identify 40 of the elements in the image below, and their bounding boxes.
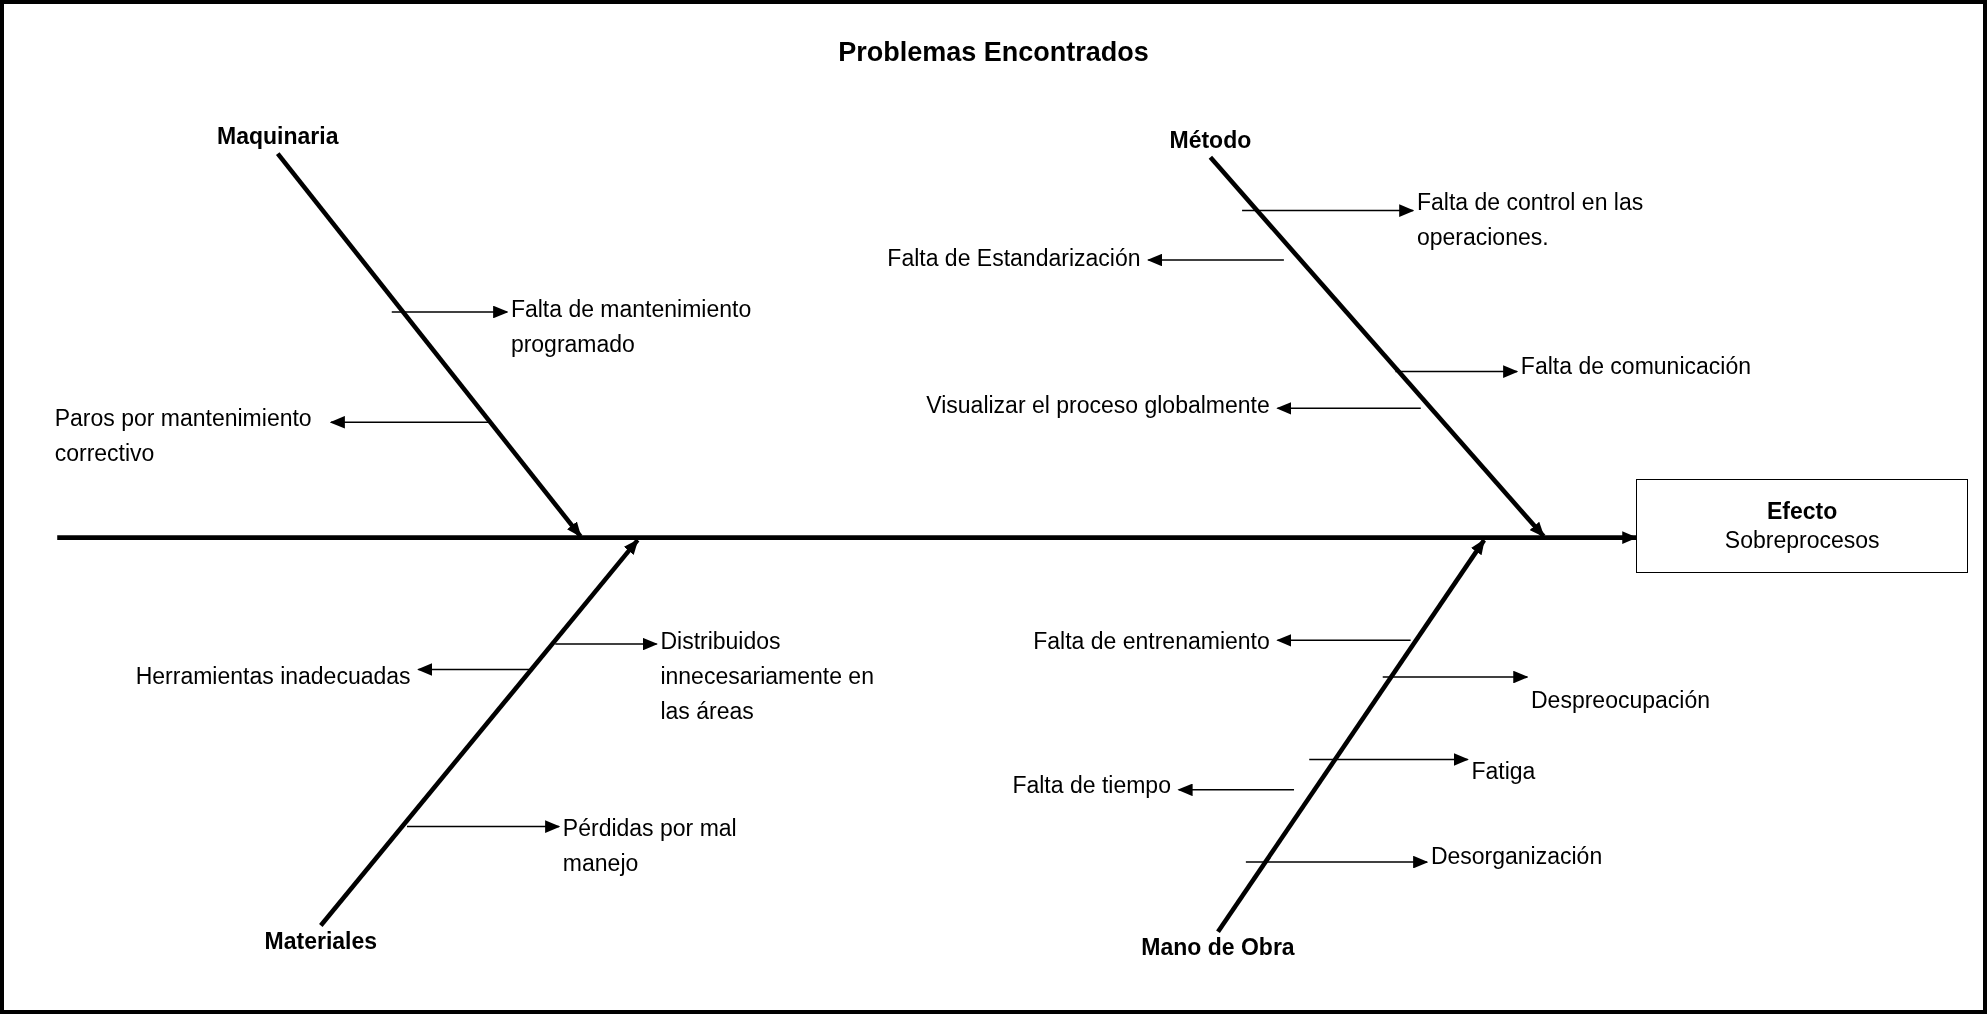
cause-label: Falta de tiempo <box>1012 768 1171 804</box>
arrow <box>1245 855 1429 869</box>
category-label: Maquinaria <box>217 119 339 155</box>
cause-label: Falta de mantenimiento programado <box>510 291 803 362</box>
category-label: Método <box>1169 123 1252 159</box>
diagram-title: Problemas Encontrados <box>838 36 1149 69</box>
arrow <box>1381 670 1529 684</box>
cause-label: Falta de comunicación <box>1520 348 1751 384</box>
cause-label: Falta de control en las operaciones. <box>1416 185 1690 256</box>
arrow <box>1276 402 1422 415</box>
arrow <box>1208 155 1546 538</box>
arrow <box>1177 783 1295 797</box>
cause-label: Visualizar el proceso globalmente <box>926 387 1270 423</box>
arrow <box>1147 253 1285 267</box>
cause-label: Fatiga <box>1471 754 1536 790</box>
category-label: Materiales <box>264 924 378 959</box>
category-label: Mano de Obra <box>1141 930 1295 966</box>
arrow <box>329 415 489 429</box>
cause-label: Falta de Estandarización <box>887 240 1141 276</box>
cause-label: Despreocupación <box>1531 683 1710 719</box>
cause-label: Herramientas inadecuadas <box>135 659 411 695</box>
effect-box <box>1636 479 1969 573</box>
arrow <box>1308 753 1469 766</box>
cause-label: Pérdidas por mal manejo <box>562 811 785 882</box>
arrow <box>319 538 640 927</box>
cause-label: Falta de entrenamiento <box>1033 623 1270 659</box>
effect-text: Sobreprocesos <box>1724 526 1880 556</box>
arrow <box>57 531 1638 544</box>
arrow <box>1276 633 1412 647</box>
arrow <box>275 152 583 538</box>
arrow <box>1216 538 1486 934</box>
arrow <box>554 637 658 651</box>
arrow <box>391 305 509 319</box>
arrow <box>1394 365 1519 378</box>
arrow <box>406 820 561 833</box>
cause-label: Desorganización <box>1430 839 1603 875</box>
cause-label: Paros por mantenimiento correctivo <box>54 400 328 471</box>
cause-label: Distribuidos innecesariamente en las áreas <box>660 623 904 729</box>
effect-heading: Efecto <box>1767 497 1838 527</box>
arrow <box>1241 204 1415 217</box>
